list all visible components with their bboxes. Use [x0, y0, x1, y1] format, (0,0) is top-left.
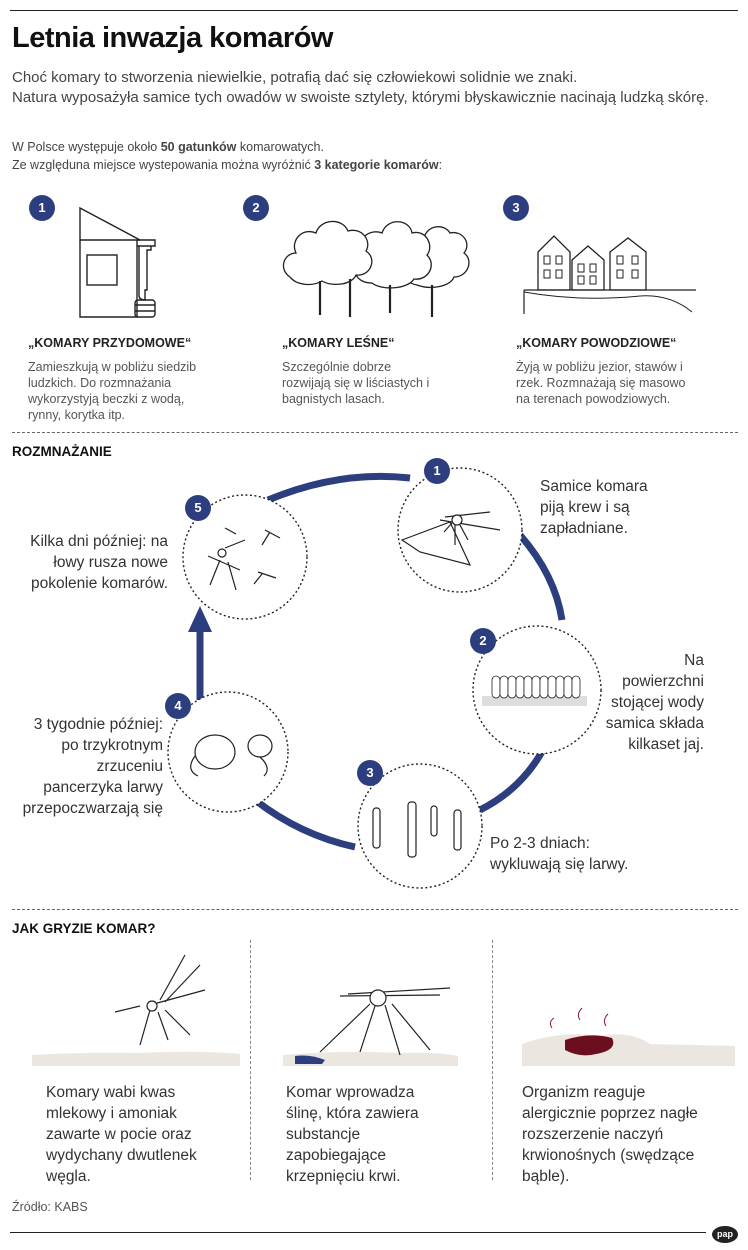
reproduction-heading: ROZMNAŻANIE — [12, 444, 112, 459]
category-3-title: „KOMARY POWODZIOWE“ — [516, 336, 677, 350]
stage-3-text: Po 2-3 dniach: wykluwają się larwy. — [490, 835, 629, 873]
intro-line-1: W Polsce występuje około 50 gatunków kom… — [12, 140, 324, 154]
lifecycle-ring — [167, 467, 602, 889]
source-credit: Źródło: KABS — [12, 1200, 88, 1214]
stage-1-text: Samice komara piją krew i są zapładniane… — [540, 478, 648, 537]
category-2-badge: 2 — [243, 195, 269, 221]
stage-2-badge: 2 — [470, 628, 496, 654]
intro-text: W Polsce występuje około 50 gatunków kom… — [12, 138, 732, 174]
bite-step-3-text: Organizm reaguje alergicznie poprzez nag… — [522, 1084, 698, 1185]
bite-step-2-text: Komar wprowadza ślinę, która zawiera sub… — [286, 1084, 419, 1185]
stage-4-badge: 4 — [165, 693, 191, 719]
section-divider-2 — [12, 909, 738, 910]
stage-5-text: Kilka dni później: na łowy rusza nowe po… — [30, 533, 168, 592]
stage-2-text: Na powierzchni stojącej wody samica skła… — [605, 652, 704, 753]
category-1-title: „KOMARY PRZYDOMOWE“ — [28, 336, 192, 350]
lead-line-2: Natura wyposażyła samice tych owadów w s… — [12, 89, 709, 106]
bite-heading: JAK GRYZIE KOMAR? — [12, 921, 156, 936]
category-1-badge: 1 — [29, 195, 55, 221]
section-divider — [12, 432, 738, 433]
lead-text: Choć komary to stworzenia niewielkie, po… — [12, 68, 732, 108]
page-title: Letnia inwazja komarów — [12, 22, 333, 54]
category-1-description: Zamieszkują w pobliżu siedzib ludzkich. … — [28, 360, 197, 422]
stage-1-badge: 1 — [424, 458, 450, 484]
bite-step-1-text: Komary wabi kwas mlekowy i amoniak zawar… — [46, 1084, 197, 1185]
intro-line-2: Ze względuna miejsce wystepowania można … — [12, 158, 443, 172]
category-2-title: „KOMARY LEŚNE“ — [282, 336, 395, 350]
bite-divider-1 — [250, 940, 251, 1180]
stage-4-text: 3 tygodnie później: po trzykrotnym zrzuc… — [22, 716, 163, 817]
category-2-description: Szczególnie dobrze rozwijają się w liści… — [282, 360, 430, 406]
lead-line-1: Choć komary to stworzenia niewielkie, po… — [12, 69, 578, 86]
top-rule — [10, 10, 738, 11]
pap-logo: pap — [712, 1226, 738, 1243]
category-3-badge: 3 — [503, 195, 529, 221]
bottom-rule — [10, 1232, 706, 1233]
bite-divider-2 — [492, 940, 493, 1180]
flooded-houses-icon — [523, 235, 696, 314]
category-3-description: Żyją w pobliżu jezior, stawów i rzek. Ro… — [516, 360, 686, 406]
forest-trees-icon — [282, 220, 470, 317]
stage-5-badge: 5 — [185, 495, 211, 521]
house-drainpipe-icon — [79, 206, 156, 318]
stage-3-badge: 3 — [357, 760, 383, 786]
bite-illustrations — [32, 954, 735, 1066]
